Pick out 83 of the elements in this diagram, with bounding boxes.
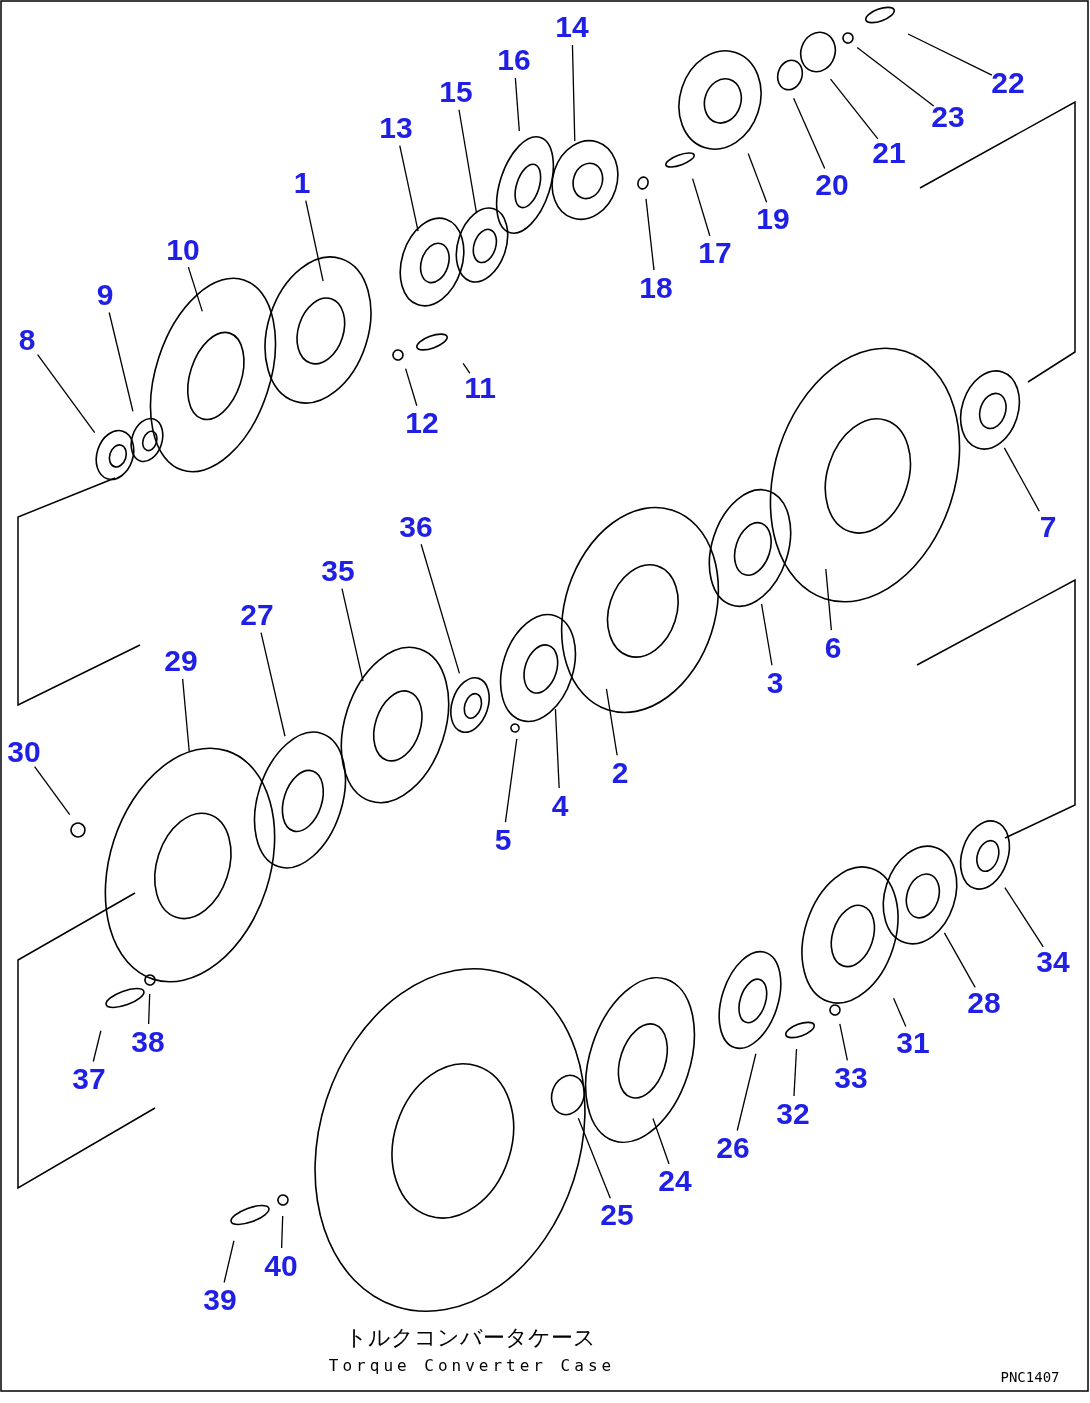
callout-number: 5 bbox=[494, 824, 512, 856]
leader-line bbox=[691, 177, 711, 237]
callout-number: 30 bbox=[7, 736, 41, 768]
callout-number: 39 bbox=[203, 1284, 237, 1316]
callout-number: 24 bbox=[658, 1165, 692, 1197]
callout-number: 3 bbox=[766, 667, 784, 699]
callout-number: 14 bbox=[555, 11, 589, 43]
leader-line bbox=[280, 1215, 284, 1249]
callout-number: 38 bbox=[131, 1026, 165, 1058]
leader-line bbox=[404, 367, 418, 407]
callout-number: 28 bbox=[967, 987, 1001, 1019]
callout-number: 25 bbox=[600, 1199, 634, 1231]
callout-number: 15 bbox=[439, 76, 473, 108]
leader-line bbox=[1004, 886, 1044, 948]
leader-line bbox=[108, 311, 134, 412]
leader-line bbox=[652, 1117, 670, 1165]
callout-number: 13 bbox=[379, 112, 413, 144]
leader-line bbox=[420, 543, 461, 674]
callout-number: 22 bbox=[991, 67, 1025, 99]
callout-number: 27 bbox=[240, 599, 274, 631]
callout-number: 8 bbox=[18, 324, 36, 356]
callout-number: 1 bbox=[293, 167, 311, 199]
callout-number: 33 bbox=[834, 1062, 868, 1094]
leader-line bbox=[747, 152, 768, 203]
leader-line bbox=[223, 1240, 235, 1284]
leader-line bbox=[571, 44, 576, 142]
leader-line bbox=[182, 678, 190, 752]
leader-line bbox=[305, 199, 324, 282]
leader-line bbox=[504, 738, 518, 823]
leader-line bbox=[554, 708, 560, 789]
callout-number: 23 bbox=[931, 101, 965, 133]
callout-number: 29 bbox=[164, 645, 198, 677]
callout-number: 32 bbox=[776, 1098, 810, 1130]
case-name: トルクコンバータケース bbox=[344, 1324, 596, 1352]
leader-line bbox=[458, 109, 478, 214]
callout-number: 36 bbox=[399, 511, 433, 543]
leader-line bbox=[793, 97, 826, 170]
leader-line bbox=[605, 688, 618, 756]
leader-line bbox=[462, 362, 471, 374]
callout-number: 2 bbox=[611, 757, 629, 789]
callout-number: 20 bbox=[815, 169, 849, 201]
callout-number: 6 bbox=[824, 632, 842, 664]
leader-line bbox=[793, 1048, 798, 1097]
leader-line bbox=[825, 568, 832, 631]
callout-number: 40 bbox=[264, 1250, 298, 1282]
leader-line bbox=[839, 1023, 848, 1061]
leader-line bbox=[577, 1117, 611, 1199]
leader-line bbox=[760, 603, 773, 666]
leader-line bbox=[92, 1030, 102, 1063]
leader-line bbox=[892, 997, 907, 1028]
callout-number: 21 bbox=[872, 137, 906, 169]
callout-number: 11 bbox=[464, 372, 496, 404]
leader-line bbox=[187, 266, 203, 313]
leader-line bbox=[943, 932, 976, 988]
callout-number: 12 bbox=[405, 407, 439, 439]
callout-number: 31 bbox=[896, 1027, 930, 1059]
callout-number: 4 bbox=[551, 790, 569, 822]
callout-number: 7 bbox=[1039, 511, 1057, 543]
callout-number: 16 bbox=[497, 44, 531, 76]
case-name: Torque Converter Case bbox=[328, 1355, 616, 1375]
leader-line bbox=[36, 353, 96, 434]
leader-line bbox=[856, 46, 935, 107]
callout-number: 18 bbox=[639, 272, 673, 304]
leader-line bbox=[33, 765, 71, 816]
callout-number: 17 bbox=[698, 237, 732, 269]
leader-line bbox=[260, 631, 286, 737]
callout-number: 9 bbox=[96, 279, 114, 311]
leader-line bbox=[148, 993, 151, 1025]
leader-line bbox=[341, 587, 364, 682]
leader-line bbox=[514, 77, 520, 132]
leader-line bbox=[907, 33, 993, 76]
leader-line bbox=[736, 1053, 757, 1132]
callout-number: 35 bbox=[321, 555, 355, 587]
leader-line bbox=[1003, 447, 1040, 512]
callout-number: 19 bbox=[756, 203, 790, 235]
callout-number: 37 bbox=[72, 1063, 106, 1095]
leader-line bbox=[829, 78, 879, 140]
figure-code: PNC1407 bbox=[1000, 1369, 1060, 1385]
leader-line bbox=[645, 198, 655, 271]
leader-line bbox=[399, 144, 419, 232]
callout-number: 10 bbox=[166, 234, 200, 266]
callout-number: 26 bbox=[716, 1132, 750, 1164]
callout-number: 34 bbox=[1036, 946, 1070, 978]
